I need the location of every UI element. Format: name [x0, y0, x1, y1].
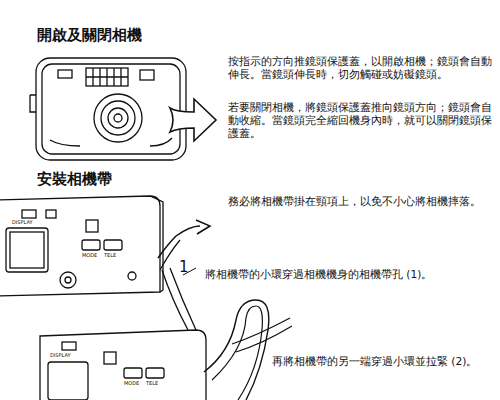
instruction-text: 按指示的方向推鏡頭保護蓋，以開啟相機；鏡頭會自動伸長。當鏡頭伸長時，切勿觸碰或妨…	[228, 55, 494, 81]
instruction-text: 將相機帶的小環穿過相機機身的相機帶孔 (1)。	[205, 268, 495, 281]
instruction-text: 務必將相機帶掛在頸項上，以免不小心將相機摔落。	[228, 195, 494, 208]
button-label: MODE	[82, 252, 97, 258]
button-label: DISPLAY	[50, 352, 71, 358]
button-label: TELE	[146, 380, 158, 386]
section-heading: 安裝相機帶	[37, 170, 112, 189]
instruction-text: 若要關閉相機，將鏡頭保護蓋推向鏡頭方向；鏡頭會自動收縮。當鏡頭完全縮回機身內時，…	[228, 101, 494, 141]
instruction-text: 再將相機帶的另一端穿過小環並拉緊 (2)。	[272, 355, 496, 368]
button-label: DISPLAY	[12, 219, 33, 225]
button-label: TELE	[104, 252, 116, 258]
button-label: MODE	[124, 380, 139, 386]
callout-number: 1	[179, 258, 189, 277]
section-heading: 開啟及關閉相機	[37, 26, 142, 45]
